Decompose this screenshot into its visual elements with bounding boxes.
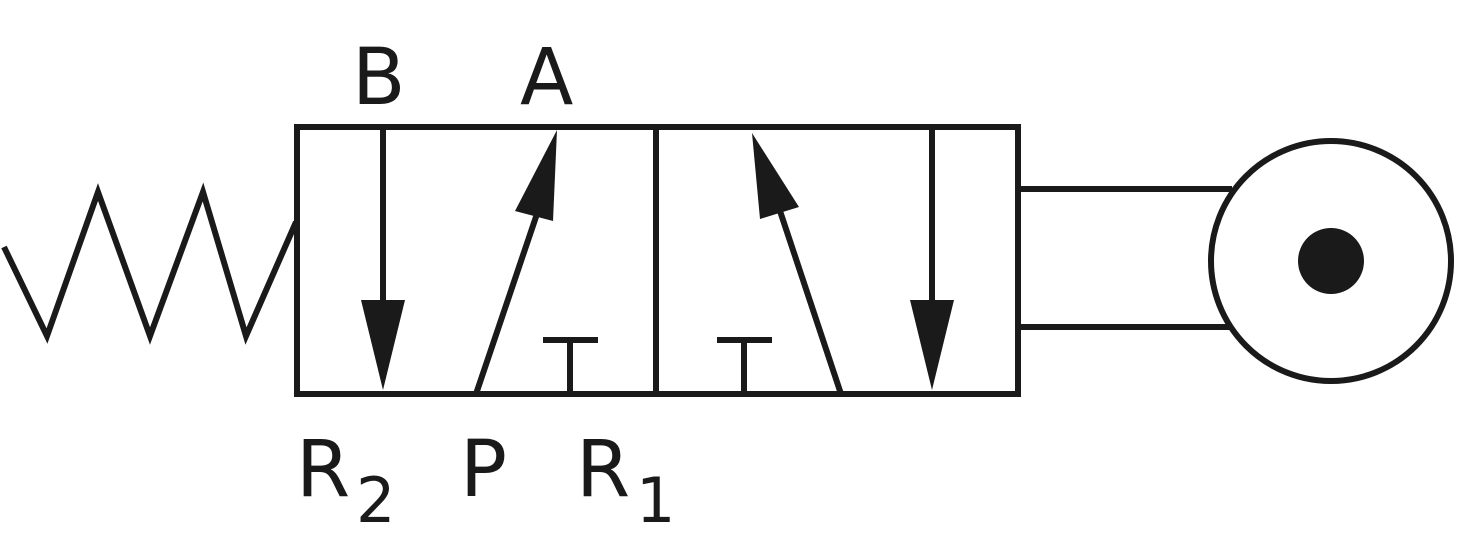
- port-label-r1: R 1: [576, 425, 675, 537]
- port-label-r2: R 2: [296, 425, 395, 537]
- right-flow-diagonal: [752, 133, 844, 395]
- left-blocked-r1: [543, 337, 598, 394]
- port-label-p: P: [460, 425, 507, 515]
- svg-text:R: R: [296, 425, 350, 515]
- right-blocked-port: [717, 337, 772, 394]
- right-flow-down: [910, 127, 954, 390]
- roller-actuator-icon: [1018, 138, 1454, 384]
- left-flow-p-to-a: [473, 130, 557, 395]
- svg-text:1: 1: [636, 464, 675, 537]
- svg-text:2: 2: [356, 464, 395, 537]
- svg-text:R: R: [576, 425, 630, 515]
- spring-return-icon: [1, 182, 299, 345]
- port-label-b: B: [352, 33, 406, 123]
- left-flow-b-to-r2: [361, 127, 405, 390]
- port-label-a: A: [520, 33, 573, 123]
